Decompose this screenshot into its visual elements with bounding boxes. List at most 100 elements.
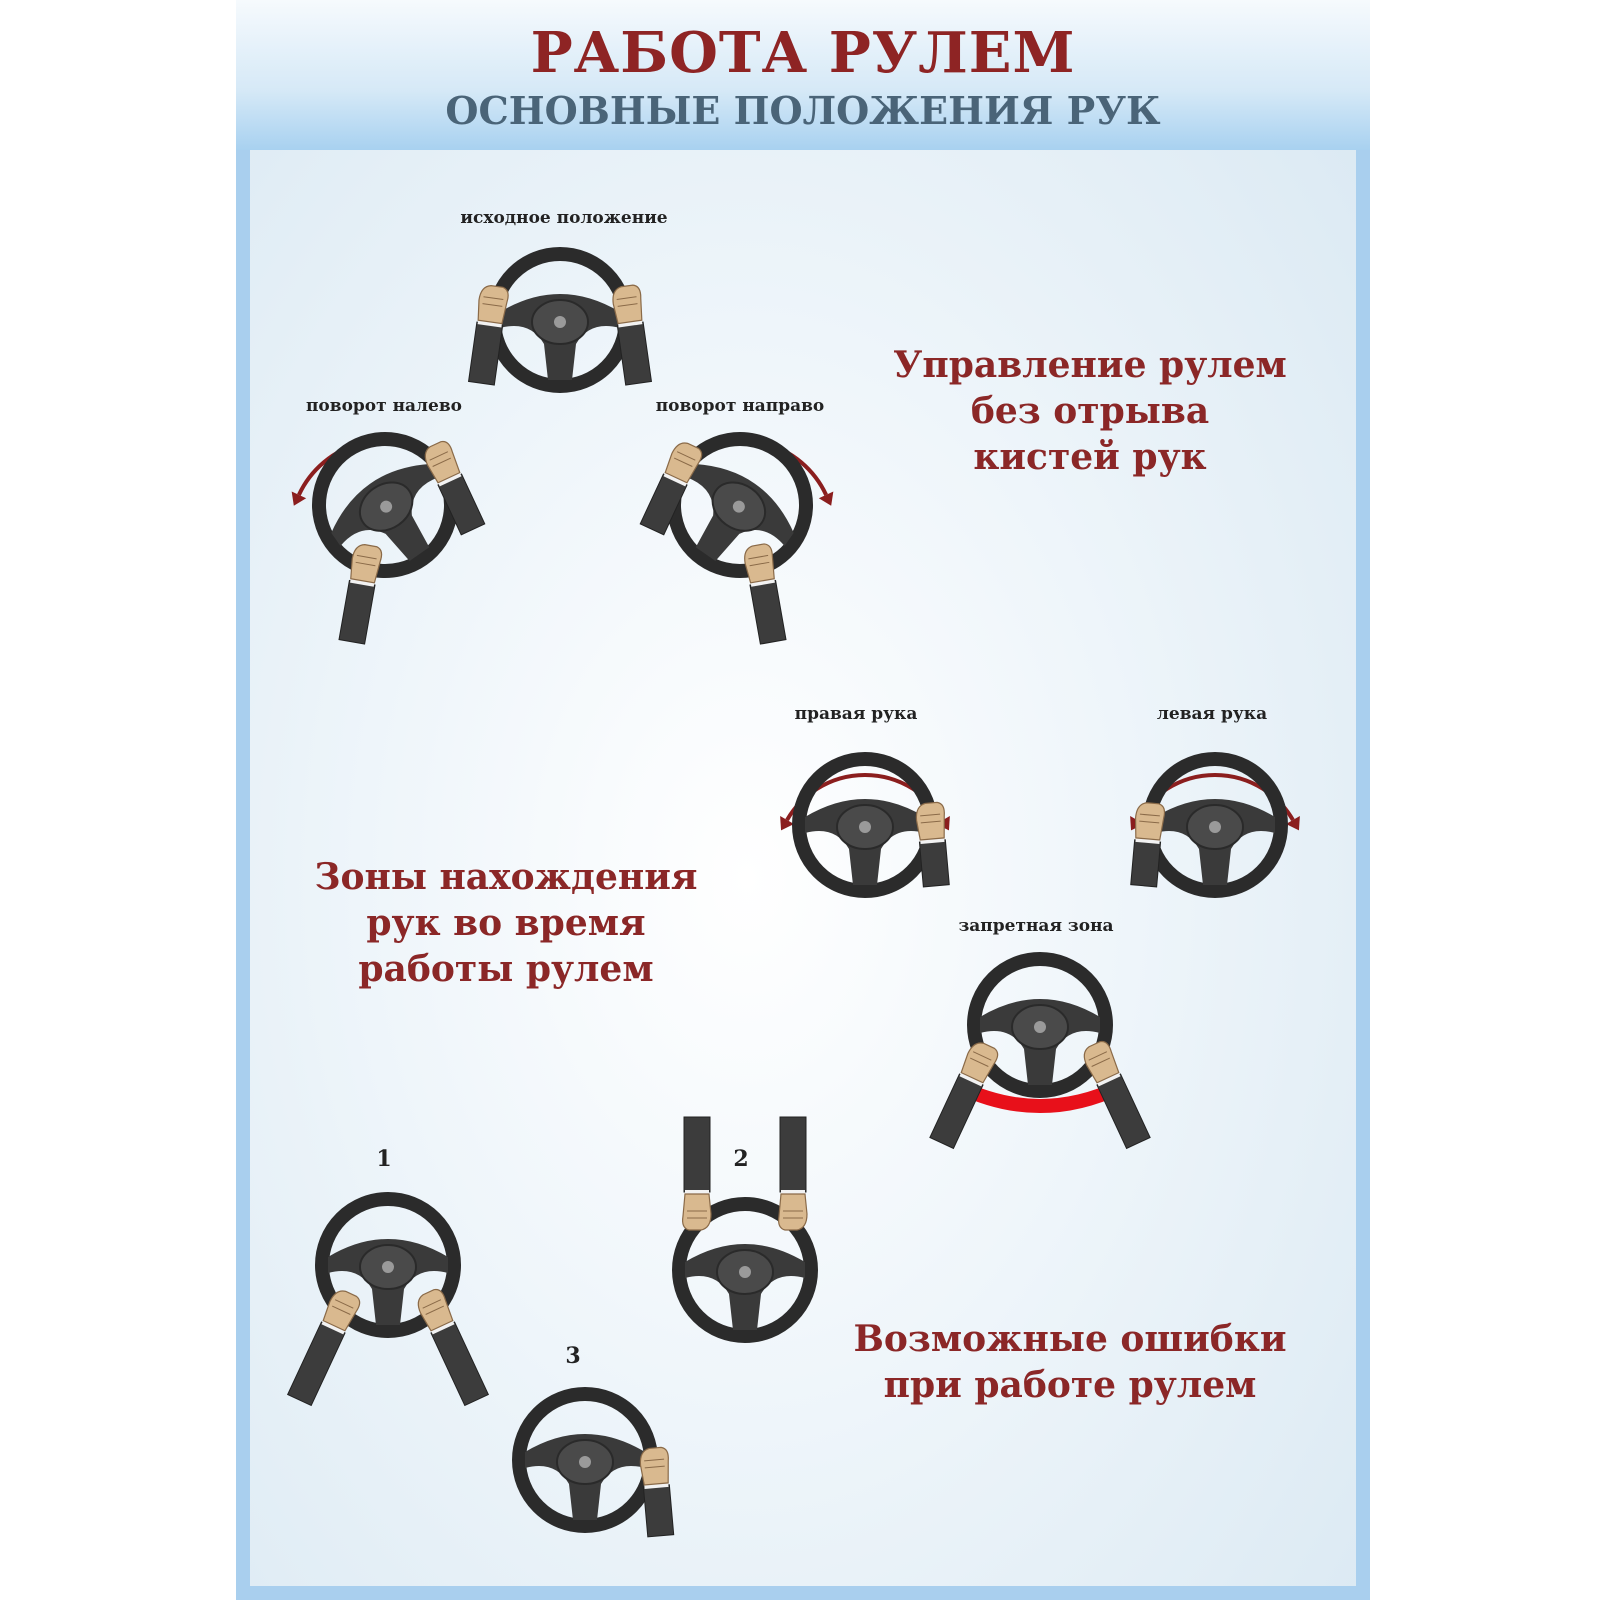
finger-lines: [422, 1299, 445, 1315]
arrow-head: [818, 491, 834, 506]
finger-lines: [1139, 813, 1160, 824]
heading-control-line-1: Управление рулем: [893, 344, 1287, 386]
hand-icon: [286, 1290, 361, 1407]
hand: [778, 1193, 808, 1231]
sleeve: [1130, 839, 1162, 888]
wheel-logo: [579, 1456, 591, 1468]
hand-icon: [639, 442, 703, 536]
finger-lines: [673, 451, 696, 467]
hand-icon: [744, 543, 787, 645]
hand-icon: [915, 801, 950, 888]
steering-wheel-icon: [1142, 752, 1288, 898]
wheel-rim: [315, 1192, 461, 1338]
hand-icon: [1130, 802, 1166, 888]
finger-lines: [429, 451, 452, 467]
heading-control-line-2: без отрыва: [970, 390, 1210, 432]
wheel-logo: [859, 821, 871, 833]
label-mistake-3: 3: [565, 1343, 581, 1369]
poster-header: РАБОТА РУЛЕМ ОСНОВНЫЕ ПОЛОЖЕНИЯ РУК: [236, 0, 1370, 150]
sleeve: [642, 1484, 675, 1538]
finger-lines: [1088, 1051, 1111, 1067]
hand-icon: [612, 284, 653, 386]
finger-lines: [783, 1210, 803, 1219]
sleeve: [749, 579, 787, 645]
wheel-logo: [554, 316, 566, 328]
hand: [1134, 802, 1166, 841]
steering-wheel-icon: [792, 752, 938, 898]
steering-wheel-icon: [672, 1197, 818, 1343]
heading-mistakes-line-1: Возможные ошибки: [853, 1318, 1287, 1360]
label-forbidden-zone: запретная зона: [958, 916, 1114, 936]
wheel-mistake-2: [672, 1116, 818, 1343]
finger-lines: [920, 813, 941, 824]
hand: [612, 284, 643, 325]
wheel-rim: [672, 1197, 818, 1343]
steering-wheel-icon: [487, 247, 633, 393]
wheel-rim: [967, 952, 1113, 1098]
heading-mistakes: Возможные ошибки при работе рулем: [853, 1316, 1286, 1408]
wheel-logo: [739, 1266, 751, 1278]
heading-control: Управление рулем без отрыва кистей рук: [893, 342, 1287, 480]
hand-icon: [639, 1446, 675, 1538]
label-turn-left: поворот налево: [305, 396, 463, 416]
label-initial-position: исходное положение: [460, 208, 668, 228]
heading-zones-line-3: работы рулем: [358, 948, 654, 990]
hand-icon: [1083, 1040, 1151, 1150]
sleeve: [929, 1073, 984, 1150]
steering-wheel-icon: [667, 432, 813, 578]
finger-lines: [687, 1210, 707, 1219]
wheel-right-hand-zone: [780, 752, 950, 898]
forbidden-zone-arc: [956, 1080, 1124, 1113]
heading-zones-line-2: рук во время: [366, 902, 646, 944]
heading-control-line-3: кистей рук: [973, 436, 1207, 478]
sleeve: [286, 1321, 346, 1407]
heading-zones: Зоны нахождения рук во время работы руле…: [315, 854, 698, 992]
hand-icon: [929, 1042, 999, 1150]
hand-icon: [682, 1116, 712, 1231]
finger-lines: [616, 296, 638, 307]
wheel-logo: [732, 500, 745, 513]
wheel-mistake-3: [512, 1387, 675, 1538]
label-mistake-1: 1: [376, 1146, 392, 1172]
steering-wheel-icon: [315, 1192, 461, 1338]
wheel-turn-left: [291, 432, 486, 645]
hand: [915, 801, 945, 841]
wheel-mistake-1: [286, 1192, 490, 1407]
heading-zones-line-1: Зоны нахождения: [314, 856, 698, 898]
wheel-logo: [382, 1261, 394, 1273]
wheel-turn-right: [639, 432, 834, 645]
wheel-logo: [380, 500, 393, 513]
hand-icon: [778, 1116, 808, 1231]
hand: [682, 1193, 712, 1231]
arrow-head: [1286, 816, 1300, 831]
page-subtitle: ОСНОВНЫЕ ПОЛОЖЕНИЯ РУК: [445, 88, 1161, 133]
finger-lines: [482, 296, 504, 307]
hand-icon: [417, 1288, 490, 1407]
label-turn-right: поворот направо: [655, 396, 825, 416]
wheel-logo: [1209, 821, 1221, 833]
sleeve: [467, 321, 504, 386]
arrow-head: [291, 491, 307, 506]
shirt-cuff: [685, 1190, 709, 1196]
finger-lines: [969, 1051, 992, 1067]
hand-icon: [467, 285, 509, 386]
sleeve: [1096, 1073, 1151, 1150]
sleeve: [779, 1116, 807, 1193]
steering-wheel-icon: [512, 1387, 658, 1533]
sleeve: [430, 1321, 490, 1407]
hand-icon: [338, 544, 383, 645]
wheel-forbidden-zone: [929, 952, 1151, 1150]
page-title: РАБОТА РУЛЕМ: [530, 20, 1076, 86]
sleeve: [683, 1116, 711, 1193]
sleeve: [338, 579, 376, 645]
wheel-left-hand-zone: [1130, 752, 1300, 898]
hand: [477, 285, 509, 325]
finger-lines: [748, 554, 770, 567]
hand: [744, 543, 775, 584]
steering-wheel-icon: [967, 952, 1113, 1098]
wheel-logo: [1034, 1021, 1046, 1033]
hand: [639, 1446, 669, 1486]
heading-mistakes-line-2: при работе рулем: [883, 1364, 1257, 1406]
finger-lines: [644, 1458, 665, 1469]
finger-lines: [355, 554, 377, 567]
